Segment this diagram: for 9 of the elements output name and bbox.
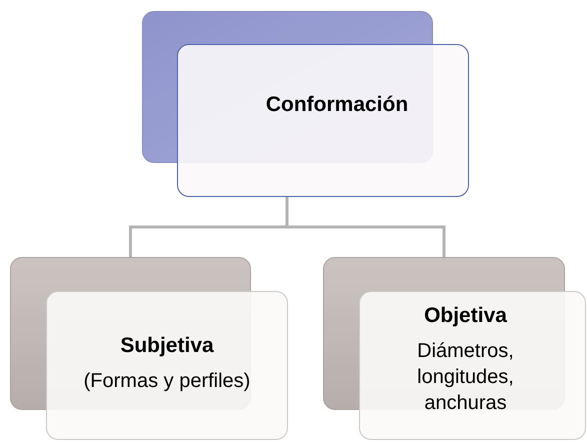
node-title: Conformación (266, 92, 408, 118)
node-description: Diámetros, longitudes, anchuras (416, 339, 515, 416)
stacked-box (10, 257, 288, 440)
stacked-box (323, 257, 586, 440)
node-description: (Formas y perfiles) (84, 369, 250, 394)
node-title: Subjetiva (120, 333, 214, 359)
connector-line (286, 197, 446, 257)
node-title: Objetiva (424, 303, 507, 329)
stacked-box (142, 11, 469, 197)
